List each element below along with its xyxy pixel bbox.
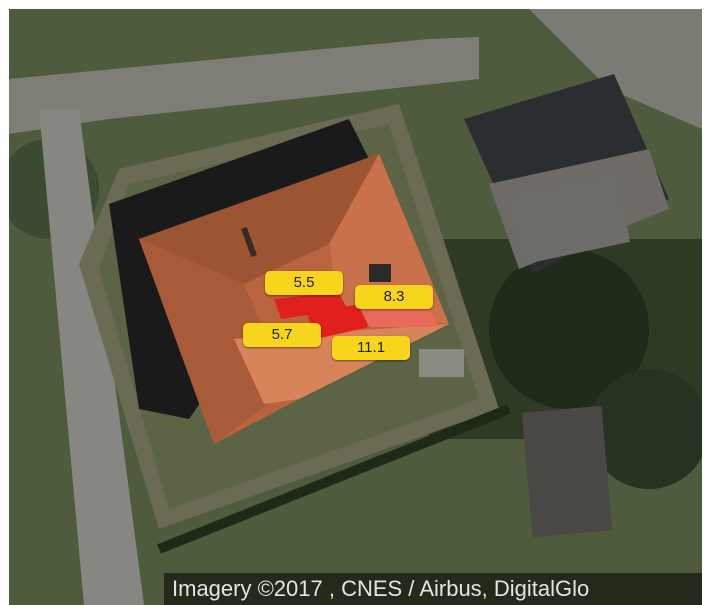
segment-label[interactable]: 11.1 [332,336,410,360]
satellite-imagery [9,9,702,605]
imagery-attribution: Imagery ©2017 , CNES / Airbus, DigitalGl… [164,573,702,605]
segment-label[interactable]: 5.5 [265,271,343,295]
satellite-map-view[interactable]: 5.5 8.3 5.7 11.1 Imagery ©2017 , CNES / … [9,9,702,605]
segment-label[interactable]: 5.7 [243,323,321,347]
segment-label[interactable]: 8.3 [355,285,433,309]
